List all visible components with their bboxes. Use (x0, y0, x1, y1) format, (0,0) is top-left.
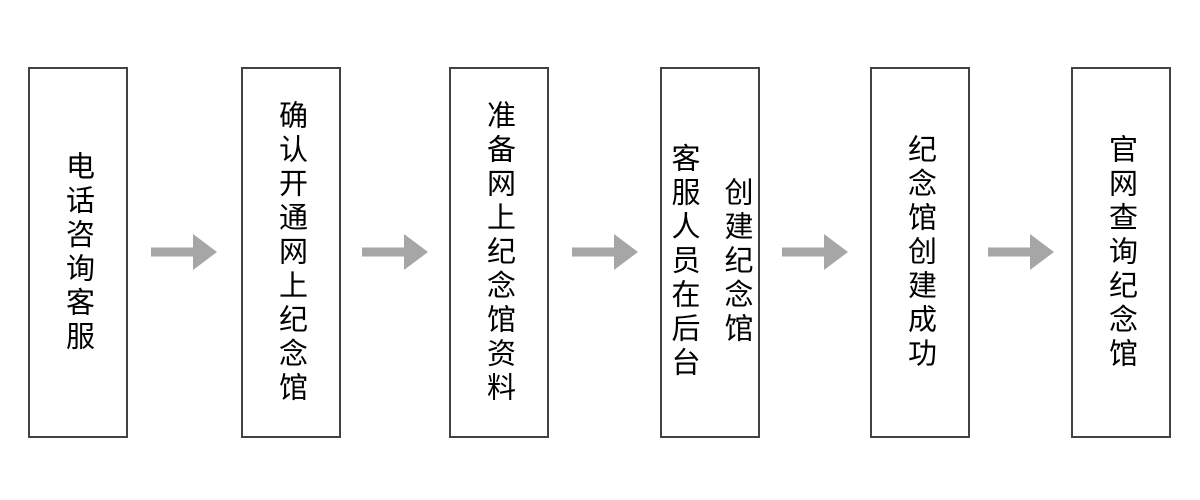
flow-step-4-content: 客服人员在后台 创建纪念馆 (667, 142, 754, 381)
flow-step-1-text: 电话咨询客服 (61, 150, 96, 355)
flow-step-1-content: 电话咨询客服 (61, 150, 96, 355)
flow-step-6-text: 官网查询纪念馆 (1104, 133, 1139, 372)
flow-step-5-content: 纪念馆创建成功 (903, 133, 938, 372)
right-arrow-icon (151, 234, 217, 270)
flow-step-2-content: 确认开通网上纪念馆 (274, 99, 309, 406)
flow-step-4-text-line-2: 创建纪念馆 (720, 176, 754, 347)
right-arrow-icon (572, 234, 638, 270)
flow-step-5-text: 纪念馆创建成功 (903, 133, 938, 372)
flow-step-5: 纪念馆创建成功 (870, 67, 970, 438)
flow-step-3: 准备网上纪念馆资料 (449, 67, 549, 438)
right-arrow-icon (988, 234, 1054, 270)
flow-step-6-content: 官网查询纪念馆 (1104, 133, 1139, 372)
flow-step-3-content: 准备网上纪念馆资料 (482, 99, 517, 406)
flow-step-3-text: 准备网上纪念馆资料 (482, 99, 517, 406)
right-arrow-icon (362, 234, 428, 270)
flow-step-4-text-line-1: 客服人员在后台 (667, 142, 701, 381)
flow-step-4: 客服人员在后台 创建纪念馆 (660, 67, 760, 438)
flow-step-2-text: 确认开通网上纪念馆 (274, 99, 309, 406)
flow-step-1: 电话咨询客服 (28, 67, 128, 438)
flow-step-6: 官网查询纪念馆 (1071, 67, 1171, 438)
right-arrow-icon (782, 234, 848, 270)
flow-step-2: 确认开通网上纪念馆 (241, 67, 341, 438)
